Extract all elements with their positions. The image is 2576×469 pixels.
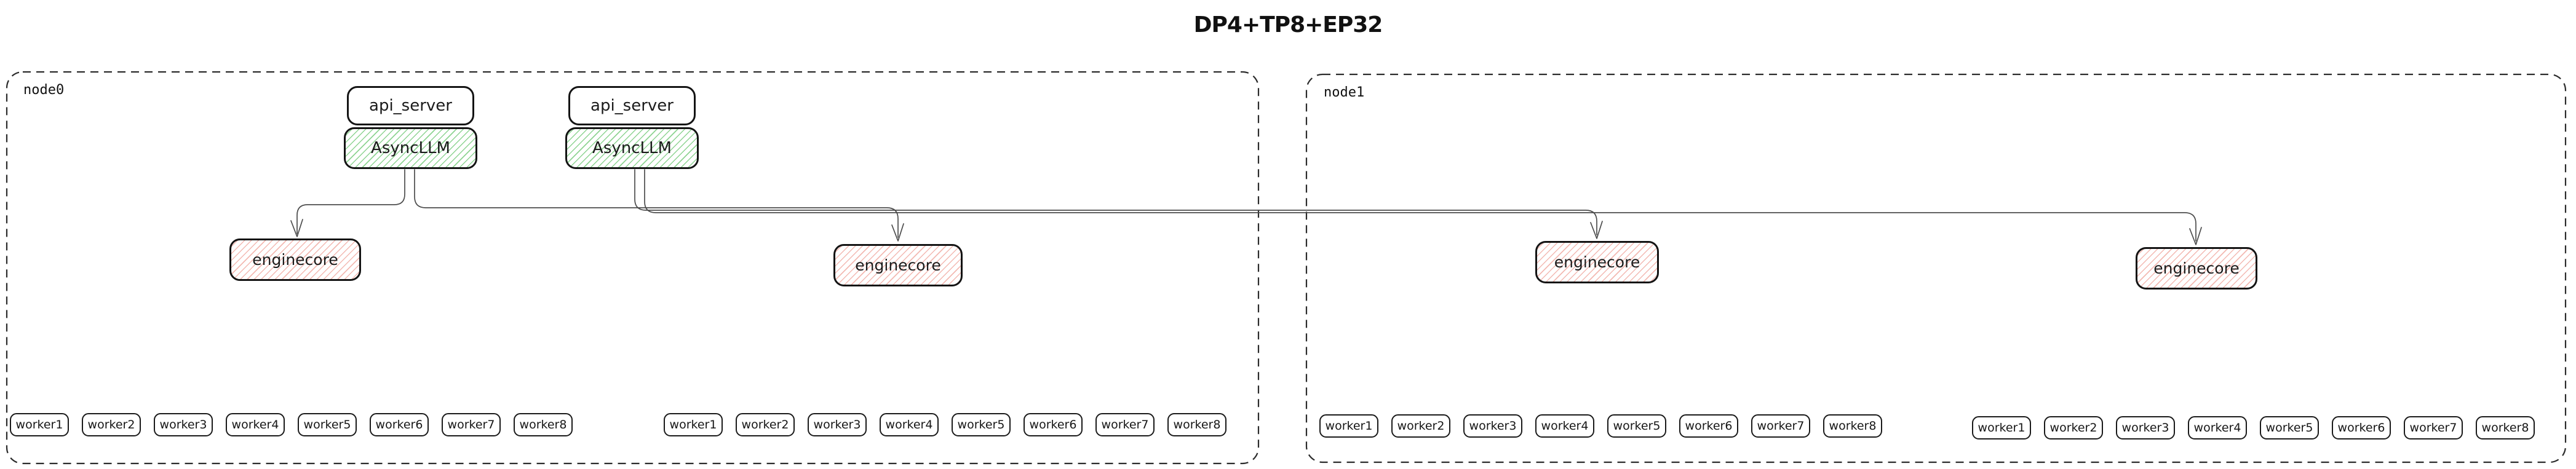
worker-box: worker2 — [736, 413, 795, 436]
node1-border — [1305, 73, 2567, 463]
worker-row-node0-2: worker1 worker2 worker3 worker4 worker5 worke… — [664, 413, 1226, 436]
diagram-title: DP4+TP8+EP32 — [1193, 12, 1383, 37]
worker-box: worker1 — [1319, 414, 1378, 438]
edge-asyncllm1-enginecore1 — [290, 169, 405, 237]
worker-box: worker1 — [664, 413, 723, 436]
asyncllm-box-1: AsyncLLM — [344, 127, 477, 169]
worker-box: worker3 — [154, 413, 213, 436]
worker-box: worker7 — [442, 413, 501, 436]
worker-box: worker4 — [2188, 416, 2247, 439]
worker-box: worker4 — [1535, 414, 1594, 438]
api-server-box-2: api_server — [568, 86, 696, 125]
worker-box: worker5 — [1607, 414, 1666, 438]
worker-box: worker3 — [2116, 416, 2175, 439]
enginecore-box-node1-2: enginecore — [2136, 247, 2257, 290]
node0-label: node0 — [23, 82, 65, 98]
worker-box: worker7 — [1095, 413, 1155, 436]
node1-label: node1 — [1324, 85, 1365, 100]
worker-box: worker2 — [2044, 416, 2103, 439]
worker-box: worker6 — [370, 413, 429, 436]
edge-asyncllm2-enginecore3 — [634, 169, 1603, 239]
node0-border — [6, 71, 1260, 465]
worker-box: worker8 — [1823, 414, 1882, 438]
worker-box: worker5 — [298, 413, 357, 436]
edge-asyncllm2-enginecore4 — [644, 169, 2202, 245]
worker-row-node1-2: worker1 worker2 worker3 worker4 worker5 worke… — [1972, 416, 2535, 439]
worker-box: worker6 — [1679, 414, 1738, 438]
worker-box: worker7 — [1751, 414, 1810, 438]
enginecore-box-node1-1: enginecore — [1535, 241, 1659, 283]
worker-row-node0-1: worker1 worker2 worker3 worker4 worker5 worke… — [10, 413, 573, 436]
worker-box: worker4 — [880, 413, 939, 436]
worker-box: worker2 — [1391, 414, 1450, 438]
worker-box: worker4 — [226, 413, 285, 436]
asyncllm-box-2: AsyncLLM — [565, 127, 699, 169]
worker-box: worker8 — [514, 413, 573, 436]
worker-row-node1-1: worker1 worker2 worker3 worker4 worker5 worke… — [1319, 414, 1882, 438]
worker-box: worker3 — [808, 413, 867, 436]
worker-box: worker1 — [10, 413, 69, 436]
worker-box: worker1 — [1972, 416, 2031, 439]
worker-box: worker7 — [2404, 416, 2463, 439]
worker-box: worker8 — [2476, 416, 2535, 439]
enginecore-box-node0-1: enginecore — [229, 238, 361, 281]
worker-box: worker6 — [1024, 413, 1083, 436]
worker-box: worker6 — [2332, 416, 2391, 439]
worker-box: worker5 — [952, 413, 1011, 436]
worker-box: worker8 — [1167, 413, 1226, 436]
api-server-box-1: api_server — [347, 86, 474, 125]
worker-box: worker2 — [82, 413, 141, 436]
worker-box: worker3 — [1463, 414, 1522, 438]
edge-asyncllm1-enginecore2 — [414, 169, 904, 242]
worker-box: worker5 — [2260, 416, 2319, 439]
enginecore-box-node0-2: enginecore — [833, 244, 963, 286]
